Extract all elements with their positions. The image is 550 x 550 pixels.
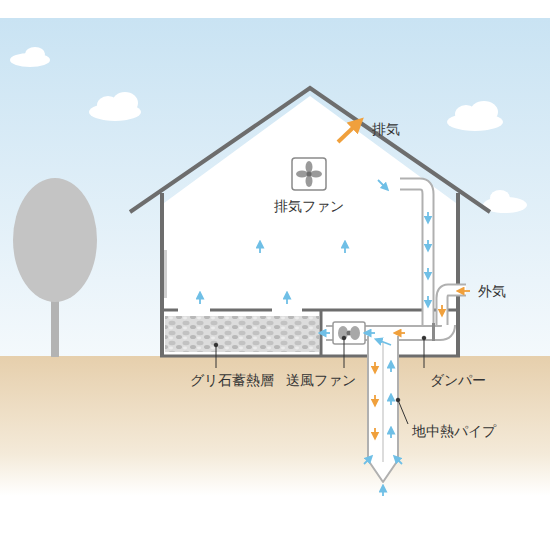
exhaust-arrow — [338, 123, 358, 142]
part-label: 外気 — [478, 283, 506, 300]
part-label: グリ石蓄熱層 — [190, 372, 274, 389]
part-label: ダンパー — [430, 372, 486, 389]
damper — [432, 323, 435, 341]
sky — [0, 18, 550, 358]
exhaust-fan — [292, 158, 326, 190]
ground — [0, 356, 550, 496]
tree — [13, 178, 97, 357]
airflow-arrows — [200, 180, 470, 496]
part-label: 送風ファン — [286, 372, 356, 389]
blower-fan — [333, 322, 365, 344]
part-label: 排気 — [372, 121, 400, 138]
part-label: 地中熱パイプ — [412, 423, 496, 440]
part-label: 排気ファン — [274, 198, 344, 215]
house — [130, 88, 490, 357]
gravel-layer — [165, 316, 319, 352]
